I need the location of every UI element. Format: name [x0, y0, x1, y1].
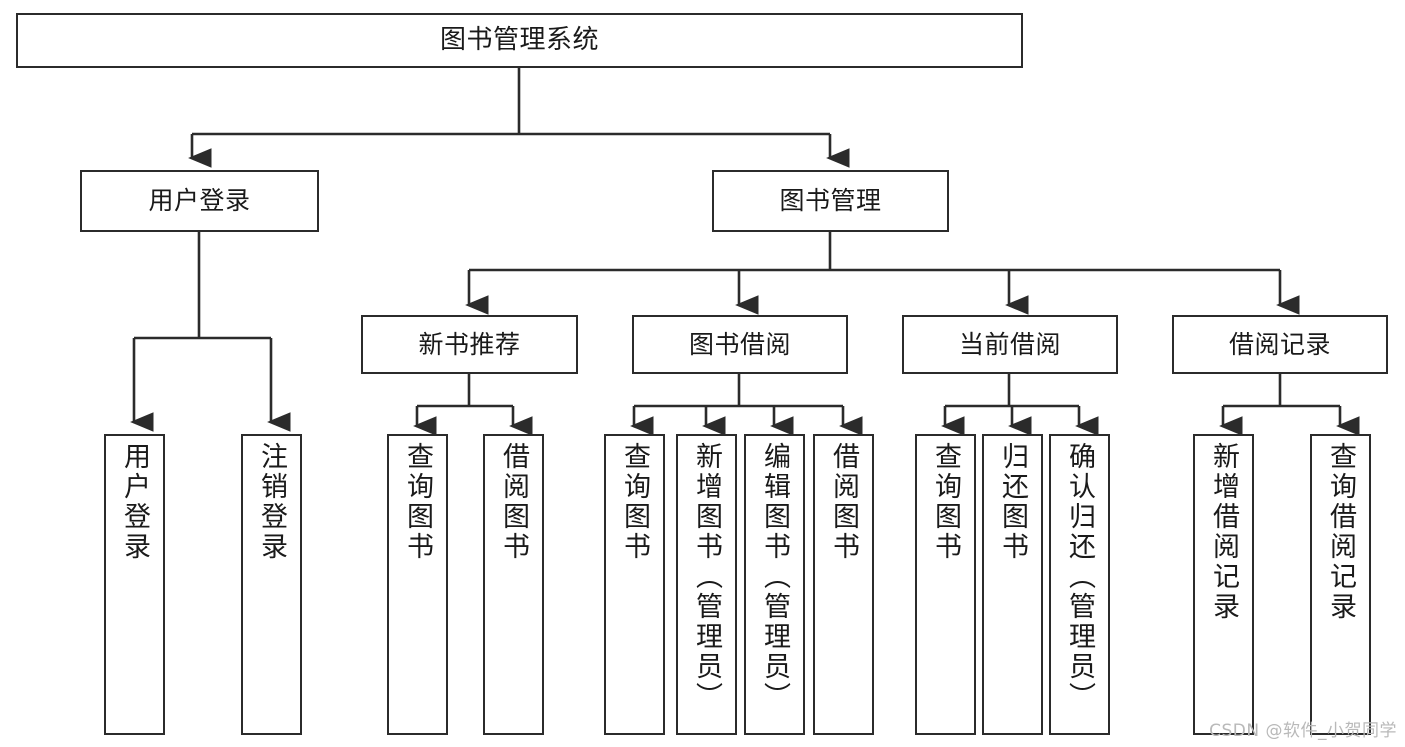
leaf-add-borrow-record-label: 新增借阅记录: [1208, 442, 1239, 622]
leaf-query-book-borrow-label: 查询图书: [619, 442, 650, 562]
leaf-edit-book-admin-label: 编辑图书（管理员）: [759, 442, 790, 712]
csdn-watermark: CSDN @软件_小贺同学: [1209, 721, 1397, 741]
leaf-user-login-label: 用户登录: [119, 442, 150, 562]
leaf-edit-book-admin[interactable]: 编辑图书（管理员）: [744, 434, 805, 735]
node-current-borrow[interactable]: 当前借阅: [902, 315, 1118, 374]
node-new-book-recommend-label: 新书推荐: [418, 329, 521, 359]
leaf-add-book-admin-label: 新增图书（管理员）: [691, 442, 722, 712]
leaf-query-borrow-record-label: 查询借阅记录: [1325, 442, 1356, 622]
leaf-query-book-borrow[interactable]: 查询图书: [604, 434, 665, 735]
node-root[interactable]: 图书管理系统: [16, 13, 1023, 68]
node-current-borrow-label: 当前借阅: [958, 329, 1061, 359]
node-book-manage-label: 图书管理: [779, 186, 882, 216]
node-user-login[interactable]: 用户登录: [80, 170, 319, 232]
leaf-query-book-current[interactable]: 查询图书: [915, 434, 976, 735]
leaf-query-book-new-rec[interactable]: 查询图书: [387, 434, 448, 735]
leaf-query-borrow-record[interactable]: 查询借阅记录: [1310, 434, 1371, 735]
node-book-borrow[interactable]: 图书借阅: [632, 315, 848, 374]
leaf-borrow-book-borrow[interactable]: 借阅图书: [813, 434, 874, 735]
leaf-confirm-return-admin-label: 确认归还（管理员）: [1064, 442, 1095, 712]
leaf-return-book-label: 归还图书: [997, 442, 1028, 562]
leaf-borrow-book-new-rec[interactable]: 借阅图书: [483, 434, 544, 735]
leaf-add-borrow-record[interactable]: 新增借阅记录: [1193, 434, 1254, 735]
leaf-logout-login-label: 注销登录: [256, 442, 287, 562]
leaf-borrow-book-borrow-label: 借阅图书: [828, 442, 859, 562]
leaf-query-book-current-label: 查询图书: [930, 442, 961, 562]
leaf-return-book[interactable]: 归还图书: [982, 434, 1043, 735]
node-borrow-record[interactable]: 借阅记录: [1172, 315, 1388, 374]
leaf-borrow-book-new-rec-label: 借阅图书: [498, 442, 529, 562]
leaf-user-login[interactable]: 用户登录: [104, 434, 165, 735]
node-root-label: 图书管理系统: [439, 25, 599, 56]
leaf-query-book-new-rec-label: 查询图书: [402, 442, 433, 562]
node-book-borrow-label: 图书借阅: [688, 329, 791, 359]
node-new-book-recommend[interactable]: 新书推荐: [361, 315, 578, 374]
leaf-add-book-admin[interactable]: 新增图书（管理员）: [676, 434, 737, 735]
node-user-login-label: 用户登录: [148, 186, 251, 216]
node-borrow-record-label: 借阅记录: [1228, 329, 1331, 359]
node-book-manage[interactable]: 图书管理: [712, 170, 949, 232]
leaf-confirm-return-admin[interactable]: 确认归还（管理员）: [1049, 434, 1110, 735]
leaf-logout-login[interactable]: 注销登录: [241, 434, 302, 735]
